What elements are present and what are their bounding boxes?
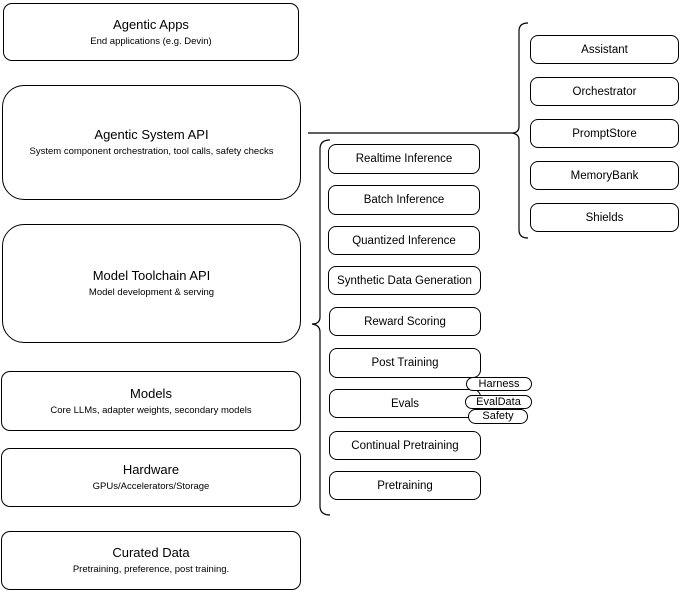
node-reward-scoring: Reward Scoring — [329, 307, 481, 336]
node-promptstore: PromptStore — [530, 119, 679, 148]
node-model-toolchain-api: Model Toolchain API Model development & … — [2, 224, 301, 343]
node-subtitle: Core LLMs, adapter weights, secondary mo… — [50, 404, 252, 416]
node-realtime-inference: Realtime Inference — [328, 144, 480, 174]
toolchain-brace — [311, 139, 331, 516]
node-agentic-apps: Agentic Apps End applications (e.g. Devi… — [3, 3, 299, 61]
node-synthetic-data-generation: Synthetic Data Generation — [328, 266, 481, 295]
node-label: Reward Scoring — [364, 315, 446, 328]
node-models: Models Core LLMs, adapter weights, secon… — [1, 371, 301, 431]
pill-label: Harness — [478, 377, 520, 390]
node-title: Curated Data — [112, 545, 190, 560]
node-subtitle: System component orchestration, tool cal… — [29, 146, 274, 157]
node-label: Batch Inference — [363, 194, 445, 206]
node-label: Pretraining — [377, 479, 433, 492]
node-label: Quantized Inference — [352, 234, 456, 247]
node-orchestrator: Orchestrator — [530, 77, 679, 106]
node-label: Evals — [390, 397, 420, 410]
node-subtitle: End applications (e.g. Devin) — [90, 35, 212, 47]
node-label: Post Training — [371, 357, 439, 369]
node-label: Assistant — [581, 43, 628, 56]
node-agentic-system-api: Agentic System API System component orch… — [2, 85, 301, 200]
node-subtitle: GPUs/Accelerators/Storage — [92, 481, 210, 492]
node-shields: Shields — [530, 203, 679, 232]
node-post-training: Post Training — [329, 348, 481, 378]
pill-label: EvalData — [476, 395, 521, 408]
node-label: Continual Pretraining — [351, 439, 459, 452]
node-assistant: Assistant — [530, 35, 679, 64]
node-hardware: Hardware GPUs/Accelerators/Storage — [1, 448, 301, 507]
node-label: PromptStore — [572, 127, 637, 140]
node-label: Shields — [585, 211, 624, 224]
node-evals: Evals — [329, 389, 481, 418]
system-components-brace — [511, 22, 529, 239]
node-label: Orchestrator — [572, 85, 637, 98]
node-quantized-inference: Quantized Inference — [328, 226, 480, 255]
node-label: Realtime Inference — [355, 153, 453, 165]
node-title: Models — [130, 385, 172, 401]
node-label: MemoryBank — [570, 169, 639, 182]
pill-label: Safety — [482, 410, 514, 422]
node-batch-inference: Batch Inference — [328, 185, 480, 215]
pill-harness: Harness — [466, 377, 532, 391]
node-memorybank: MemoryBank — [530, 161, 679, 190]
pill-safety: Safety — [468, 409, 528, 424]
node-title: Hardware — [122, 462, 180, 477]
node-label: Synthetic Data Generation — [337, 274, 472, 287]
node-pretraining: Pretraining — [329, 471, 481, 500]
node-title: Agentic System API — [94, 127, 209, 142]
node-curated-data: Curated Data Pretraining, preference, po… — [1, 531, 301, 590]
node-title: Agentic Apps — [113, 16, 189, 32]
node-subtitle: Pretraining, preference, post training. — [72, 564, 230, 575]
node-title: Model Toolchain API — [92, 268, 211, 283]
pill-evaldata: EvalData — [465, 395, 532, 409]
node-continual-pretraining: Continual Pretraining — [329, 431, 481, 460]
node-subtitle: Model development & serving — [88, 287, 215, 298]
